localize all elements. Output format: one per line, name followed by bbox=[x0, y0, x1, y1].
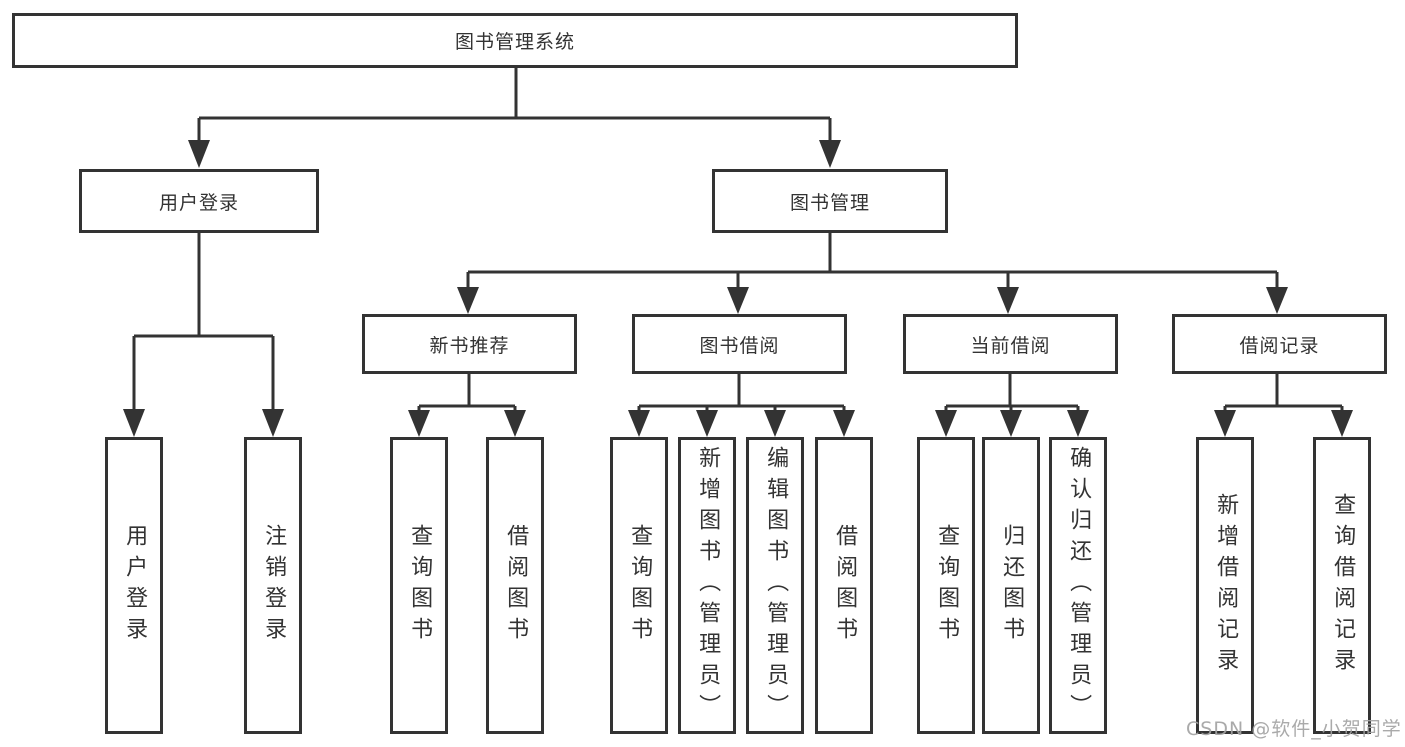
node-root-system: 图书管理系统 bbox=[12, 13, 1018, 68]
node-label: 查询图书 bbox=[627, 523, 653, 648]
arrowhead-icons bbox=[123, 140, 1353, 437]
leaf-add-book-admin: 新增图书（管理员） bbox=[678, 437, 736, 734]
leaf-borrow-books: 借阅图书 bbox=[815, 437, 873, 734]
node-label: 用户登录 bbox=[122, 523, 148, 648]
node-label: 查询图书 bbox=[407, 523, 433, 648]
node-new-book-recommend: 新书推荐 bbox=[362, 314, 577, 374]
node-label: 借阅图书 bbox=[503, 523, 529, 648]
leaf-edit-book-admin: 编辑图书（管理员） bbox=[746, 437, 804, 734]
node-current-borrow: 当前借阅 bbox=[903, 314, 1118, 374]
node-label: 确认归还（管理员） bbox=[1066, 446, 1092, 725]
node-label: 当前借阅 bbox=[970, 334, 1051, 357]
node-label: 查询借阅记录 bbox=[1330, 492, 1356, 679]
node-label: 用户登录 bbox=[158, 191, 239, 214]
node-borrow-records: 借阅记录 bbox=[1172, 314, 1387, 374]
leaf-confirm-return-admin: 确认归还（管理员） bbox=[1049, 437, 1107, 734]
node-book-management: 图书管理 bbox=[712, 169, 948, 233]
node-user-login: 用户登录 bbox=[79, 169, 319, 233]
node-label: 查询图书 bbox=[934, 523, 960, 648]
node-label: 编辑图书（管理员） bbox=[763, 446, 789, 725]
leaf-query-books-current: 查询图书 bbox=[917, 437, 975, 734]
leaf-borrow-books-recommend: 借阅图书 bbox=[486, 437, 544, 734]
watermark-text: CSDN @软件_小贺同学 bbox=[1186, 718, 1402, 740]
node-label: 归还图书 bbox=[999, 523, 1025, 648]
node-label: 新增借阅记录 bbox=[1213, 492, 1239, 679]
leaf-query-books-borrow: 查询图书 bbox=[610, 437, 668, 734]
leaf-add-borrow-record: 新增借阅记录 bbox=[1196, 437, 1254, 734]
node-label: 新书推荐 bbox=[429, 334, 510, 357]
leaf-user-login: 用户登录 bbox=[105, 437, 163, 734]
leaf-query-borrow-record: 查询借阅记录 bbox=[1313, 437, 1371, 734]
node-label: 注销登录 bbox=[261, 523, 287, 648]
node-label: 图书借阅 bbox=[699, 334, 780, 357]
leaf-query-books-recommend: 查询图书 bbox=[390, 437, 448, 734]
node-label: 新增图书（管理员） bbox=[695, 446, 721, 725]
node-label: 图书管理系统 bbox=[454, 31, 575, 53]
node-book-borrow: 图书借阅 bbox=[632, 314, 847, 374]
leaf-return-books: 归还图书 bbox=[982, 437, 1040, 734]
node-label: 借阅记录 bbox=[1239, 334, 1320, 357]
node-label: 图书管理 bbox=[789, 191, 870, 214]
node-label: 借阅图书 bbox=[832, 523, 858, 648]
leaf-logout-login: 注销登录 bbox=[244, 437, 302, 734]
